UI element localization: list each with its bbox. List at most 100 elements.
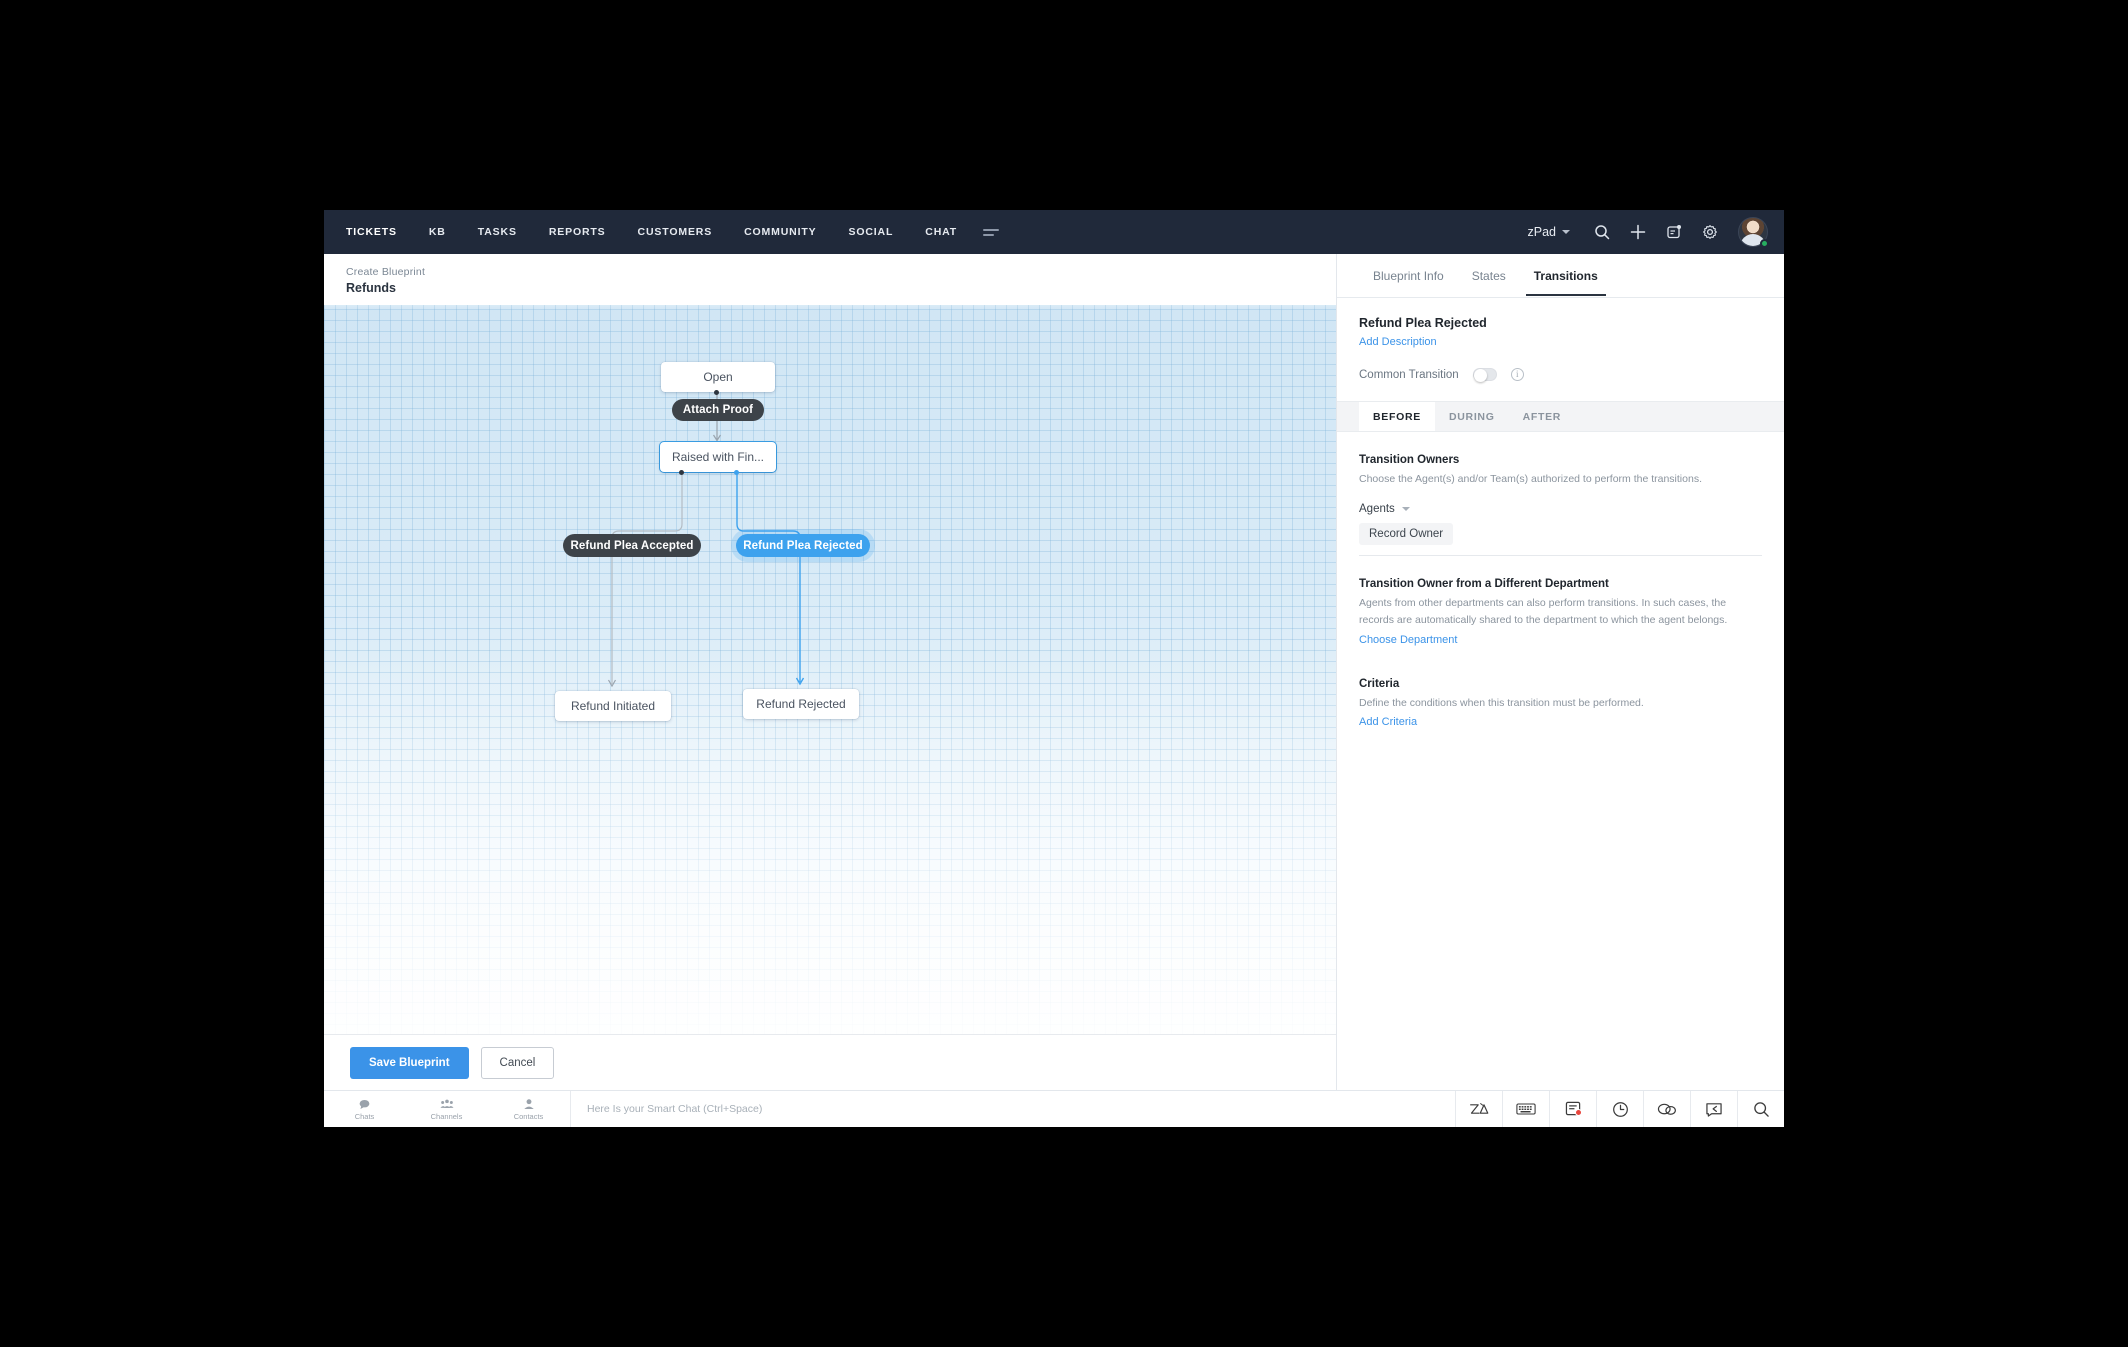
nav-item-tasks[interactable]: TASKS <box>477 226 517 238</box>
common-transition-label: Common Transition <box>1359 368 1459 381</box>
node-port-active <box>734 470 739 475</box>
top-navigation-bar: TICKETS KB TASKS REPORTS CUSTOMERS COMMU… <box>324 210 1784 254</box>
transition-owners-section: Transition Owners Choose the Agent(s) an… <box>1359 454 1762 557</box>
footer-item-label: Contacts <box>513 1111 544 1121</box>
footer-item-label: Chats <box>354 1111 375 1121</box>
contact-person-icon <box>523 1098 534 1109</box>
zpad-dropdown[interactable]: zPad <box>1514 219 1585 245</box>
page-title: Refunds <box>346 281 396 295</box>
toggle-knob <box>1473 368 1487 382</box>
section-title: Transition Owners <box>1359 454 1460 466</box>
state-node-open[interactable]: Open <box>661 362 775 392</box>
agents-selector[interactable]: Agents <box>1359 503 1762 515</box>
search-icon[interactable] <box>1584 214 1620 250</box>
choose-department-link[interactable]: Choose Department <box>1359 633 1458 646</box>
avatar[interactable] <box>1738 217 1769 248</box>
blueprint-diagram: Open Attach Proof Raised with Fin... Ref… <box>324 254 1336 1127</box>
conversation-icon[interactable] <box>1643 1091 1690 1127</box>
transition-title: Refund Plea Rejected <box>1359 316 1487 330</box>
common-transition-row: Common Transition i <box>1359 368 1762 382</box>
chevron-down-icon <box>1401 507 1410 512</box>
reply-icon[interactable] <box>1690 1091 1737 1127</box>
nav-item-tickets[interactable]: TICKETS <box>346 226 397 238</box>
chat-bubble-icon <box>359 1099 370 1109</box>
smart-chat-placeholder: Here Is your Smart Chat (Ctrl+Space) <box>587 1103 763 1115</box>
section-description: Define the conditions when this transiti… <box>1359 696 1644 709</box>
state-node-label: Refund Initiated <box>570 699 656 713</box>
nav-item-community[interactable]: COMMUNITY <box>744 226 817 238</box>
section-description: Agents from other departments can also p… <box>1359 597 1728 626</box>
nav-right-group: zPad <box>1514 214 1769 250</box>
settings-icon[interactable] <box>1692 214 1728 250</box>
app-window: TICKETS KB TASKS REPORTS CUSTOMERS COMMU… <box>324 210 1784 1127</box>
transition-node-refund-plea-rejected[interactable]: Refund Plea Rejected <box>736 534 870 557</box>
main-content: Create Blueprint Refunds <box>324 254 1784 1127</box>
transition-node-label: Refund Plea Accepted <box>570 539 694 552</box>
nav-item-social[interactable]: SOCIAL <box>848 226 894 238</box>
nav-item-reports[interactable]: REPORTS <box>548 226 606 238</box>
state-node-label: Open <box>703 370 733 384</box>
node-port <box>714 390 719 395</box>
add-icon[interactable] <box>1620 214 1656 250</box>
agents-label: Agents <box>1359 503 1395 516</box>
tab-after[interactable]: AFTER <box>1522 411 1562 423</box>
notification-badge <box>1575 1109 1582 1116</box>
node-port <box>679 470 684 475</box>
save-blueprint-button[interactable]: Save Blueprint <box>350 1046 469 1079</box>
info-icon[interactable]: i <box>1510 368 1524 381</box>
blueprint-canvas-pane: Create Blueprint Refunds <box>324 254 1336 1127</box>
search-icon[interactable] <box>1737 1091 1784 1127</box>
section-title: Criteria <box>1359 677 1400 690</box>
zia-icon[interactable] <box>1455 1091 1502 1127</box>
channels-group-icon <box>439 1099 454 1108</box>
chevron-down-icon <box>1562 230 1570 234</box>
transition-node-label: Attach Proof <box>682 404 754 416</box>
criteria-section: Criteria Define the conditions when this… <box>1359 678 1762 730</box>
cancel-button[interactable]: Cancel <box>480 1046 555 1079</box>
nav-item-customers[interactable]: CUSTOMERS <box>637 226 713 238</box>
add-description-link[interactable]: Add Description <box>1359 336 1437 348</box>
zpad-label: zPad <box>1527 225 1557 239</box>
more-menu-icon[interactable] <box>983 223 1003 241</box>
nav-items: TICKETS KB TASKS REPORTS CUSTOMERS COMMU… <box>346 213 1003 251</box>
different-department-section: Transition Owner from a Different Depart… <box>1359 578 1762 648</box>
footer-item-channels[interactable]: Channels <box>406 1098 488 1121</box>
add-criteria-link[interactable]: Add Criteria <box>1359 716 1418 729</box>
footer-item-label: Channels <box>430 1111 463 1121</box>
tab-before[interactable]: BEFORE <box>1359 402 1435 431</box>
tab-transitions[interactable]: Transitions <box>1520 256 1612 296</box>
smart-chat-input[interactable]: Here Is your Smart Chat (Ctrl+Space) <box>570 1091 1455 1127</box>
state-node-label: Refund Rejected <box>756 697 846 711</box>
footer-item-contacts[interactable]: Contacts <box>488 1098 570 1121</box>
common-transition-toggle[interactable] <box>1472 368 1497 382</box>
owner-chip-list: Record Owner <box>1359 523 1762 557</box>
transition-settings-panel: Blueprint Info States Transitions Refund… <box>1336 254 1784 1127</box>
panel-tabs: Blueprint Info States Transitions <box>1337 254 1784 298</box>
footer-bar: Chats Channels Contacts Here Is your Sma… <box>324 1090 1784 1127</box>
footer-right-group <box>1455 1091 1784 1127</box>
tab-states[interactable]: States <box>1471 269 1506 283</box>
transition-node-refund-plea-accepted[interactable]: Refund Plea Accepted <box>563 534 701 557</box>
section-description: Choose the Agent(s) and/or Team(s) autho… <box>1359 473 1702 485</box>
notes-icon[interactable] <box>1549 1091 1596 1127</box>
section-title: Transition Owner from a Different Depart… <box>1359 578 1609 591</box>
footer-item-chats[interactable]: Chats <box>324 1098 406 1121</box>
panel-body: Refund Plea Rejected Add Description Com… <box>1337 298 1784 1127</box>
transition-node-attach-proof[interactable]: Attach Proof <box>672 399 764 421</box>
owner-chip[interactable]: Record Owner <box>1359 523 1454 546</box>
announcement-icon[interactable] <box>1656 214 1692 250</box>
breadcrumb: Create Blueprint <box>346 266 426 278</box>
clock-icon[interactable] <box>1596 1091 1643 1127</box>
footer-left-group: Chats Channels Contacts <box>324 1091 570 1127</box>
action-bar: Save Blueprint Cancel <box>324 1034 1336 1090</box>
tab-during[interactable]: DURING <box>1448 411 1495 423</box>
keyboard-icon[interactable] <box>1502 1091 1549 1127</box>
nav-item-kb[interactable]: KB <box>428 226 446 238</box>
nav-item-chat[interactable]: CHAT <box>925 226 958 238</box>
state-node-raised-with-finance[interactable]: Raised with Fin... <box>660 442 776 472</box>
state-node-refund-initiated[interactable]: Refund Initiated <box>555 691 671 721</box>
state-node-refund-rejected[interactable]: Refund Rejected <box>743 689 859 719</box>
stage-tabs: BEFORE DURING AFTER <box>1337 401 1784 432</box>
status-badge <box>1760 239 1769 248</box>
tab-blueprint-info[interactable]: Blueprint Info <box>1373 269 1444 283</box>
